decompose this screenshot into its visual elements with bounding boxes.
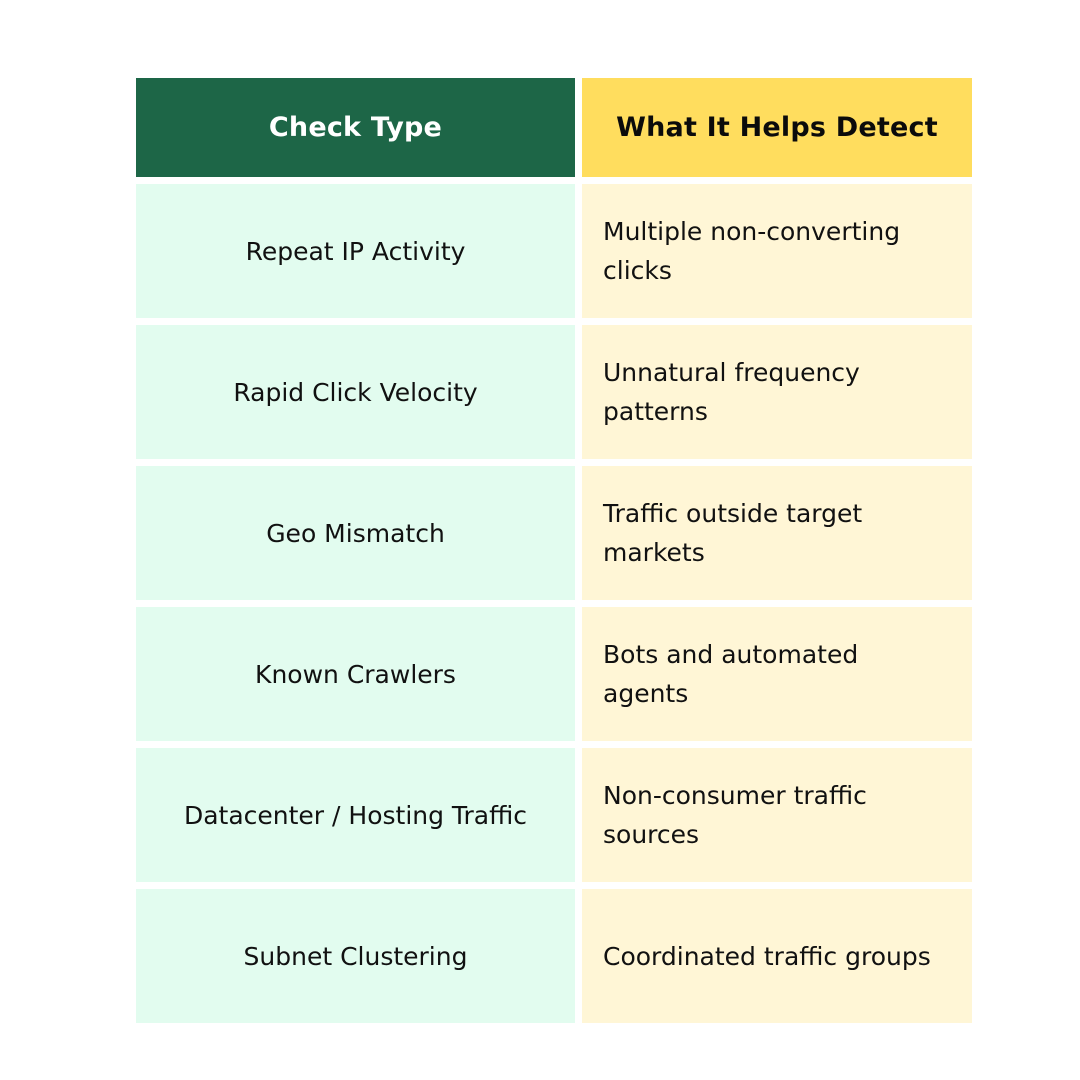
table-row-detect: Unnatural frequency patterns (582, 325, 972, 459)
table-row-check: Subnet Clustering (136, 889, 575, 1023)
detection-checks-table: Check Type What It Helps Detect Repeat I… (136, 78, 972, 1023)
header-what-it-helps-detect: What It Helps Detect (582, 78, 972, 177)
table-row-check: Rapid Click Velocity (136, 325, 575, 459)
table-row-check: Datacenter / Hosting Traffic (136, 748, 575, 882)
table-row-detect: Multiple non-converting clicks (582, 184, 972, 318)
table-row-detect: Bots and automated agents (582, 607, 972, 741)
table-row-check: Repeat IP Activity (136, 184, 575, 318)
table-row-check: Geo Mismatch (136, 466, 575, 600)
table-row-detect: Traffic outside target markets (582, 466, 972, 600)
header-check-type: Check Type (136, 78, 575, 177)
table-row-detect: Coordinated traffic groups (582, 889, 972, 1023)
table-row-detect: Non-consumer traffic sources (582, 748, 972, 882)
table-row-check: Known Crawlers (136, 607, 575, 741)
